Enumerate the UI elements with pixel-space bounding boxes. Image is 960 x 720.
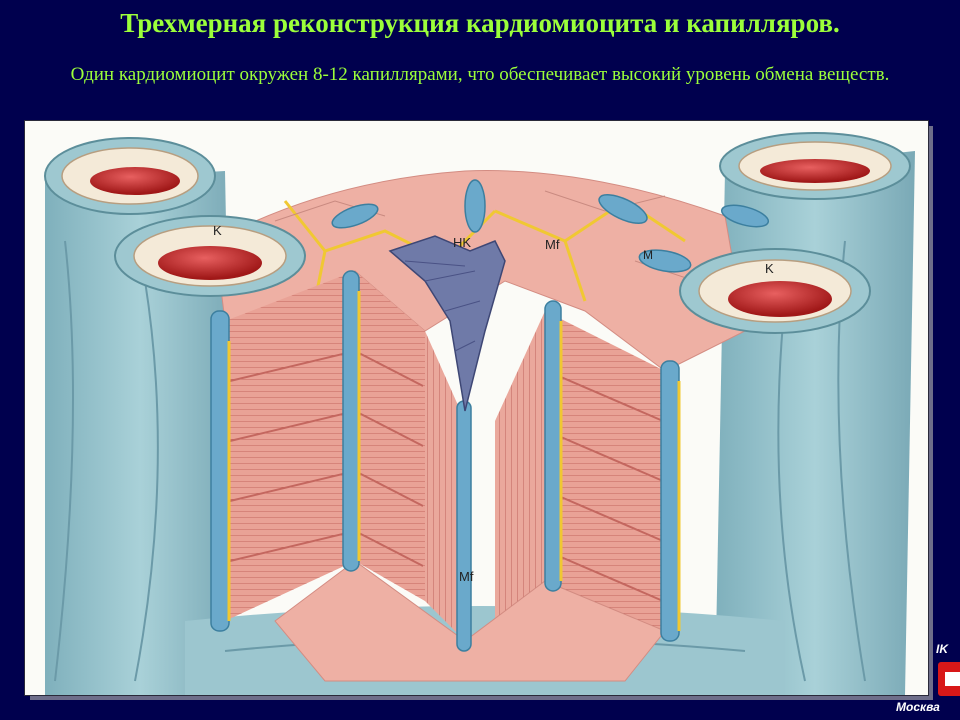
- slide-subtitle: Один кардиомиоцит окружен 8-12 капилляра…: [70, 64, 890, 85]
- label-myofibril-bottom: Mf: [459, 569, 474, 584]
- capillary-top-right: [719, 132, 911, 200]
- myocyte-inner-right: [495, 311, 545, 641]
- myocyte-left-cut: [225, 271, 425, 621]
- label-capillary-right: K: [765, 261, 774, 276]
- myocyte-inner-left: [425, 331, 465, 641]
- slide-title: Трехмерная реконструкция кардиомиоцита и…: [120, 8, 840, 38]
- label-mitochondria: M: [643, 248, 653, 262]
- cardiomyocyte-illustration: K K HK Mf M Mf: [25, 121, 928, 695]
- myocyte-bottom-surface: [274, 560, 666, 682]
- corner-top-text: IK: [936, 642, 948, 656]
- capillary-mid-left: [114, 215, 306, 297]
- corner-logo-mark: [945, 672, 960, 686]
- corner-bottom-text: Москва: [896, 700, 940, 714]
- reconstruction-figure: K K HK Mf M Mf: [24, 120, 929, 696]
- left-tissue-block: [45, 171, 235, 695]
- right-tissue-block: [715, 151, 915, 695]
- nucleus: [388, 235, 506, 412]
- capillary-top-left: [44, 137, 216, 215]
- label-myofibril-top: Mf: [545, 237, 560, 252]
- label-nucleus: HK: [453, 235, 471, 250]
- capillary-right: [679, 248, 871, 334]
- label-capillary-top-left: K: [213, 223, 222, 238]
- myocyte-right-cut: [545, 311, 665, 631]
